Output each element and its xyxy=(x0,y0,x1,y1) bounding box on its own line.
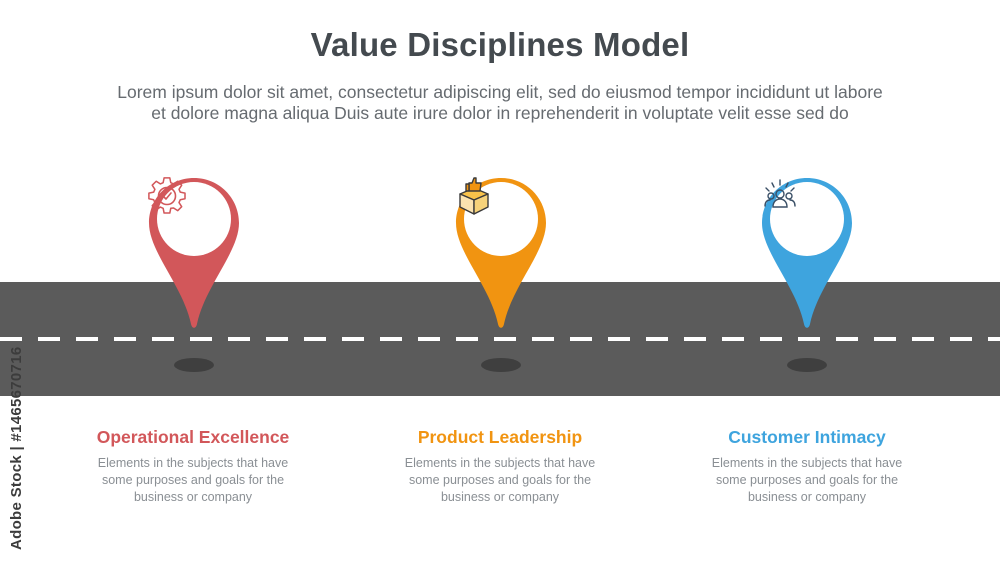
pin-shadow xyxy=(174,358,214,372)
pin-shape xyxy=(762,178,852,328)
subtitle-line: et dolore magna aliqua Duis aute irure d… xyxy=(151,103,849,123)
item-description-line: some purposes and goals for the xyxy=(408,473,592,487)
item-description-line: business or company xyxy=(747,490,867,504)
item-description-line: business or company xyxy=(133,490,253,504)
page-title: Value Disciplines Model xyxy=(310,26,690,63)
watermark-text: Adobe Stock | #1465670716 xyxy=(8,346,25,550)
box-thumbs-up-icon xyxy=(459,177,489,215)
location-pin-customer-intimacy xyxy=(760,176,854,336)
item-description: Elements in the subjects that have some … xyxy=(687,455,927,506)
gear-check-icon xyxy=(148,177,186,214)
subtitle-line: Lorem ipsum dolor sit amet, consectetur … xyxy=(117,82,883,102)
item-description-line: Elements in the subjects that have xyxy=(711,456,903,470)
item-description: Elements in the subjects that have some … xyxy=(73,455,313,506)
people-group-icon xyxy=(764,179,796,208)
item-description-line: business or company xyxy=(440,490,560,504)
road-center-line xyxy=(0,337,1000,341)
item-title: Operational Excellence xyxy=(96,427,290,447)
pin-shadow xyxy=(481,358,521,372)
item-title: Customer Intimacy xyxy=(728,427,886,447)
location-pin-product-leadership xyxy=(454,176,548,336)
pin-shape xyxy=(149,178,239,328)
item-description-line: some purposes and goals for the xyxy=(101,473,285,487)
item-description-line: some purposes and goals for the xyxy=(715,473,899,487)
item-description-line: Elements in the subjects that have xyxy=(404,456,596,470)
item-description: Elements in the subjects that have some … xyxy=(380,455,620,506)
item-description-line: Elements in the subjects that have xyxy=(97,456,289,470)
page-subtitle: Lorem ipsum dolor sit amet, consectetur … xyxy=(30,82,970,124)
pin-shadow xyxy=(787,358,827,372)
stock-watermark: Adobe Stock | #1465670716 xyxy=(6,320,25,550)
location-pin-operational-excellence xyxy=(147,176,241,336)
item-title: Product Leadership xyxy=(417,427,583,447)
